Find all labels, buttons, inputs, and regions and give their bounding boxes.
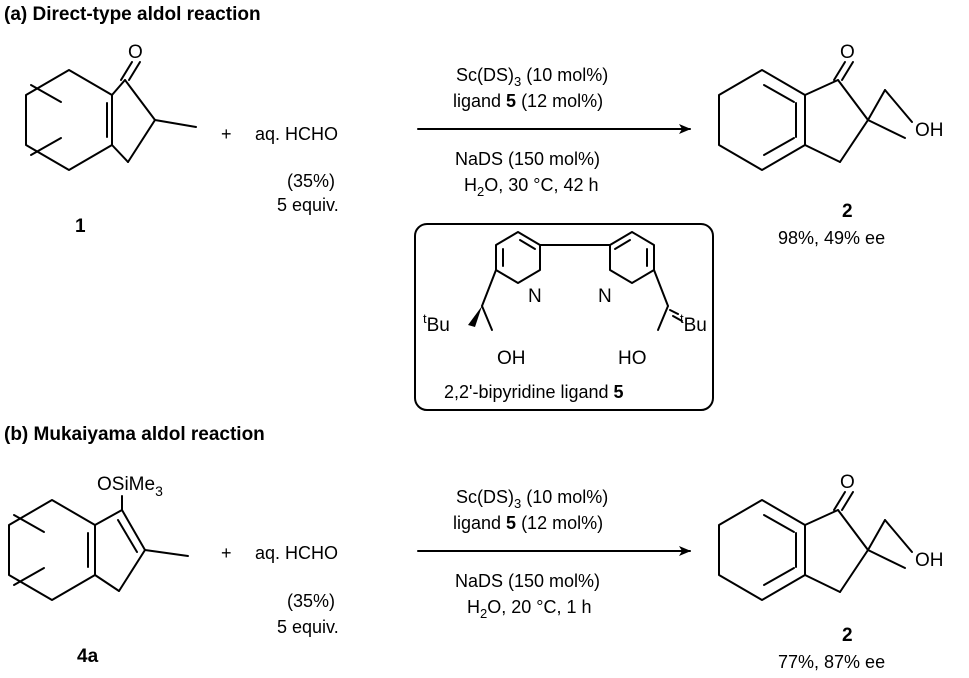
conditions-a-medium: H2O, 30 °C, 42 h	[464, 175, 599, 199]
product-2-a-oxygen: O	[840, 42, 855, 63]
product-2-b-oxygen: O	[840, 472, 855, 493]
panel-b: (b) Mukaiyama aldol reaction OSiMe3 4a +…	[4, 424, 944, 672]
plus-sign-b: +	[221, 543, 232, 563]
reactant-1-oxygen: O	[128, 42, 143, 63]
reagent-a-concentration: (35%)	[287, 171, 335, 191]
reagent-a-equiv: 5 equiv.	[277, 195, 339, 215]
product-2-a-result: 98%, 49% ee	[778, 228, 885, 248]
product-2-a-label: 2	[842, 201, 853, 222]
ligand-caption: 2,2'-bipyridine ligand 5	[444, 382, 624, 402]
reactant-1-label: 1	[75, 216, 86, 237]
reactant-4a-label: 4a	[77, 646, 99, 667]
reactant-4a-silyl-group: OSiMe3	[97, 474, 163, 499]
conditions-a-catalyst: Sc(DS)3 (10 mol%)	[456, 65, 608, 89]
ligand-hydroxyl-right: HO	[618, 348, 647, 369]
reactant-4a-structure: OSiMe3	[8, 474, 189, 601]
panel-a-heading: (a) Direct-type aldol reaction	[4, 4, 261, 25]
plus-sign-a: +	[221, 124, 232, 144]
conditions-b-catalyst: Sc(DS)3 (10 mol%)	[456, 487, 608, 511]
product-2-structure-b: O OH	[718, 472, 944, 601]
ligand-tbu-right: tBu	[680, 311, 707, 336]
reagent-a-name: aq. HCHO	[255, 124, 338, 144]
reagent-b-equiv: 5 equiv.	[277, 617, 339, 637]
ligand-nitrogen-left: N	[528, 286, 542, 307]
panel-a: (a) Direct-type aldol reaction O 1 + aq.…	[4, 4, 944, 248]
panel-b-heading: (b) Mukaiyama aldol reaction	[4, 424, 265, 445]
conditions-a-surfactant: NaDS (150 mol%)	[455, 149, 600, 169]
reagent-b-name: aq. HCHO	[255, 543, 338, 563]
product-2-b-label: 2	[842, 625, 853, 646]
conditions-b-surfactant: NaDS (150 mol%)	[455, 571, 600, 591]
conditions-b-medium: H2O, 20 °C, 1 h	[467, 597, 591, 621]
reagent-b-concentration: (35%)	[287, 591, 335, 611]
conditions-b-ligand: ligand 5 (12 mol%)	[453, 513, 603, 533]
ligand-nitrogen-right: N	[598, 286, 612, 307]
reactant-1-structure: O	[25, 42, 197, 171]
conditions-a-ligand: ligand 5 (12 mol%)	[453, 91, 603, 111]
product-2-a-hydroxyl: OH	[915, 120, 944, 141]
ligand-tbu-left: tBu	[423, 311, 450, 336]
product-2-b-result: 77%, 87% ee	[778, 652, 885, 672]
product-2-b-hydroxyl: OH	[915, 550, 944, 571]
product-2-structure-a: O OH	[718, 42, 944, 171]
ligand-hydroxyl-left: OH	[497, 348, 526, 369]
ligand-5-box: N N tBu tBu OH HO 2,2'-bipyridine ligand…	[414, 223, 714, 411]
